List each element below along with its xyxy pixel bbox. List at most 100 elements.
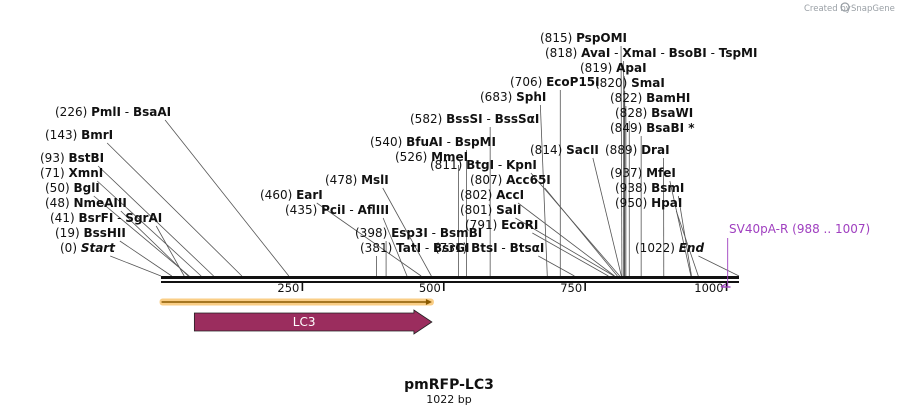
site-separator: - (707, 46, 719, 60)
snapgene-logo-icon (840, 2, 850, 12)
enzyme-name: NmeAIII (73, 196, 126, 210)
site-position: (398) (355, 226, 391, 240)
site-position: (802) (460, 188, 496, 202)
site-line (382, 217, 408, 277)
site-label[interactable]: (828) BsaWI (615, 106, 693, 120)
enzyme-name: BglI (73, 181, 99, 195)
enzyme-name: XmaI (622, 46, 656, 60)
site-position: (807) (470, 173, 506, 187)
site-label[interactable]: (791) EcoRI (465, 218, 538, 232)
site-separator: - (610, 46, 622, 60)
site-line (669, 180, 692, 277)
site-line (515, 217, 615, 277)
site-position: (938) (615, 181, 651, 195)
site-label[interactable]: (435) PciI - AflIII (285, 203, 389, 217)
enzyme-name: BsaBI * (646, 121, 695, 135)
site-label[interactable]: (950) HpaI (615, 196, 682, 210)
site-position: (706) (510, 75, 546, 89)
site-label[interactable]: (706) EcoP15I (510, 75, 600, 89)
enzyme-name: EcoP15I (546, 75, 600, 89)
lc3-feature-arrow[interactable]: LC3 (193, 309, 433, 335)
site-position: (811) (430, 158, 466, 172)
site-label[interactable]: (93) BstBI (40, 151, 104, 165)
site-label[interactable]: (802) AccI (460, 188, 524, 202)
site-label[interactable]: (226) PmlI - BsaAI (55, 105, 171, 119)
site-line (530, 172, 620, 277)
site-label[interactable]: (820) SmaI (595, 76, 665, 90)
site-label[interactable]: (815) PspOMI (540, 31, 627, 45)
site-position: (822) (610, 91, 646, 105)
site-label[interactable]: (807) Acc65I (470, 173, 551, 187)
scale-tick-label: 750 (560, 281, 582, 295)
site-label[interactable]: (50) BglI (45, 181, 100, 195)
site-separator: - (494, 158, 506, 172)
primer-name: SV40pA-R (729, 222, 792, 236)
site-label[interactable]: (582) BssSI - BssSαI (410, 112, 539, 126)
site-label[interactable]: (731) BtsI - BtsαI (435, 241, 544, 255)
site-position: (93) (40, 151, 68, 165)
orf-bar[interactable] (159, 298, 434, 306)
plasmid-size: 1022 bp (426, 393, 471, 406)
site-label[interactable]: (801) SalI (460, 203, 521, 217)
enzyme-name: BamHI (646, 91, 690, 105)
site-position: (435) (285, 203, 321, 217)
enzyme-name: BfuAI (406, 135, 443, 149)
primer-label: SV40pA-R (988 .. 1007) (729, 222, 870, 236)
site-label[interactable]: (381) TatI - BsrGI (360, 241, 470, 255)
site-label[interactable]: (683) SphI (480, 90, 546, 104)
site-label[interactable]: (41) BsrFI - SgrAI (50, 211, 162, 225)
site-position: (381) (360, 241, 396, 255)
site-position: (791) (465, 218, 501, 232)
site-position: (1022) (635, 241, 679, 255)
site-label[interactable]: (48) NmeAIII (45, 196, 127, 210)
enzyme-name: AvaI (581, 46, 610, 60)
site-label[interactable]: (143) BmrI (45, 128, 113, 142)
enzyme-name: BtgI (466, 158, 494, 172)
site-label[interactable]: (398) Esp3I - BsmBI (355, 226, 482, 240)
site-label[interactable]: (819) ApaI (580, 61, 647, 75)
site-label[interactable]: (818) AvaI - XmaI - BsoBI - TspMI (545, 46, 757, 60)
site-label[interactable]: (822) BamHI (610, 91, 690, 105)
site-label[interactable]: (849) BsaBI * (610, 121, 695, 135)
enzyme-name: Acc65I (506, 173, 551, 187)
enzyme-name: EarI (296, 188, 323, 202)
enzyme-name: BtsI (471, 241, 498, 255)
site-label[interactable]: (811) BtgI - KpnI (430, 158, 537, 172)
site-line (164, 119, 290, 277)
enzyme-name: PciI (321, 203, 346, 217)
enzyme-name: AflIII (358, 203, 390, 217)
scale-tick-label: 500 (419, 281, 441, 295)
enzyme-name: BtsαI (510, 241, 545, 255)
site-label[interactable]: (478) MslI (325, 173, 389, 187)
enzyme-name: BsoBI (669, 46, 707, 60)
enzyme-name: BsrGI (433, 241, 470, 255)
site-label[interactable]: (540) BfuAI - BspMI (370, 135, 496, 149)
site-label[interactable]: (889) DraI (605, 143, 670, 157)
enzyme-name: MfeI (646, 166, 676, 180)
primer-sv40pa-r[interactable]: SV40pA-R (988 .. 1007) (720, 222, 870, 288)
enzyme-name: AccI (496, 188, 524, 202)
orf-arrowhead-icon (425, 299, 432, 305)
site-position: (820) (595, 76, 631, 90)
site-position: (460) (260, 188, 296, 202)
site-label[interactable]: (526) MmeI (395, 150, 468, 164)
site-label[interactable]: (71) XmnI (40, 166, 103, 180)
site-label[interactable]: (1022) End (635, 241, 704, 255)
enzyme-name: MmeI (431, 150, 468, 164)
site-label[interactable]: (814) SacII (530, 143, 599, 157)
site-separator: - (346, 203, 358, 217)
site-label[interactable]: (938) BsmI (615, 181, 684, 195)
site-position: (814) (530, 143, 566, 157)
enzyme-name: BssHII (83, 226, 125, 240)
enzyme-name: BmrI (81, 128, 113, 142)
site-label[interactable]: (19) BssHII (55, 226, 126, 240)
site-position: (683) (480, 90, 516, 104)
site-position: (71) (40, 166, 68, 180)
site-label[interactable]: (937) MfeI (610, 166, 676, 180)
site-label[interactable]: (0) Start (60, 241, 116, 255)
site-label[interactable]: (460) EarI (260, 188, 323, 202)
enzyme-name: SgrAI (125, 211, 162, 225)
enzyme-name: HpaI (651, 196, 682, 210)
site-line (675, 210, 699, 277)
